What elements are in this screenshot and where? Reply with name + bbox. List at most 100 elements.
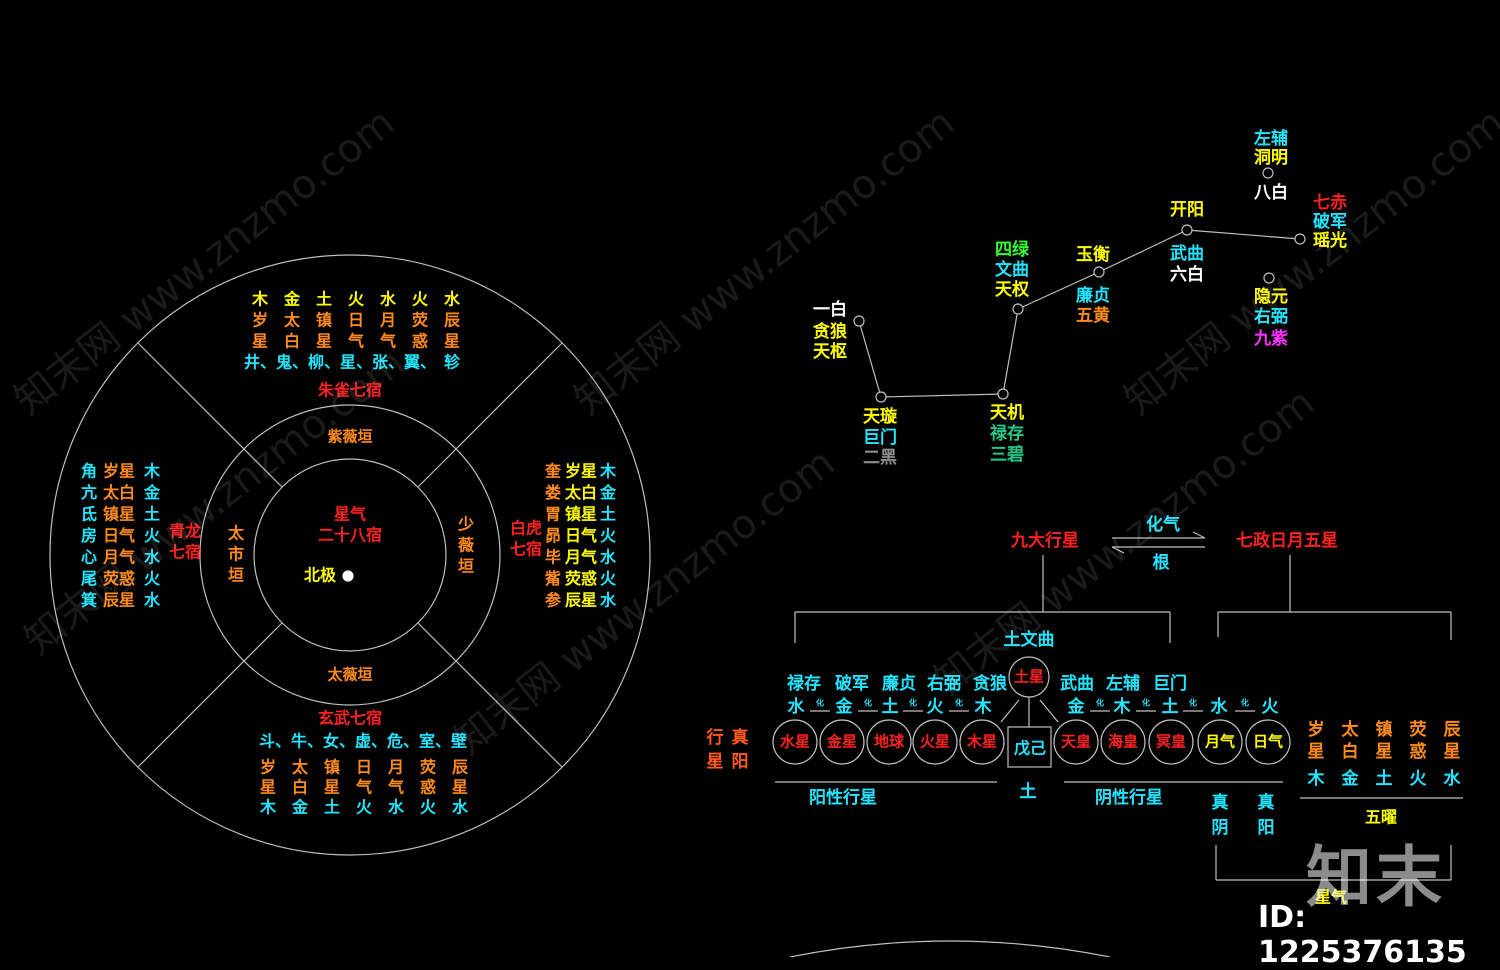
dipper-star-node (1181, 224, 1193, 236)
dipper-star-label: 洞明 (1254, 148, 1288, 168)
center-subtitle: 二十八宿 (318, 526, 382, 545)
five-luminary-name: 星 (1444, 742, 1461, 762)
five-luminary-name: 辰 (1444, 720, 1462, 740)
south-column-char: 水 (380, 290, 397, 309)
dipper-star-label: 天枢 (813, 341, 847, 362)
element-arrow-tag: 化 (1142, 698, 1150, 708)
ring-label-top: 紫薇垣 (327, 428, 372, 446)
planet-element: 金 (1067, 696, 1086, 717)
seven-luminaries-title: 七政日月五星 (1236, 530, 1338, 551)
east-mansion: 箕 (80, 591, 97, 610)
five-luminary-element: 火 (1410, 769, 1428, 789)
south-column-char: 气 (379, 332, 396, 351)
west-element: 水 (600, 591, 617, 610)
south-column-char: 井、 (244, 353, 276, 372)
planet-element: 水 (1211, 696, 1229, 717)
element-arrow-tag: 化 (955, 698, 963, 708)
planet-element: 木 (974, 696, 993, 717)
quadrant-divider (417, 342, 563, 488)
north-column-char: 火 (356, 798, 373, 817)
dipper-star-label: 贪狼 (812, 321, 847, 342)
dipper-star-label: 开阳 (1170, 200, 1204, 220)
dipper-star-label: 天权 (995, 279, 1030, 300)
element-arrow-tag: 化 (864, 698, 872, 708)
east-element: 土 (144, 505, 160, 524)
dipper-star-label: 武曲 (1170, 243, 1204, 264)
five-luminary-name: 星 (1308, 742, 1325, 762)
planet-circle (1245, 719, 1291, 765)
west-star: 太白 (564, 483, 597, 502)
dipper-star-label: 天机 (990, 402, 1024, 423)
quadrant-divider (137, 342, 283, 488)
planet-star-name: 廉贞 (882, 673, 916, 694)
element-arrow-tag: 化 (909, 698, 917, 708)
west-element: 火 (600, 569, 617, 588)
center-title: 星气 (334, 505, 366, 524)
xingqi-label: 星气 (1315, 888, 1347, 907)
north-column-char: 木 (259, 798, 277, 817)
element-arrow-tag: 化 (1241, 698, 1249, 708)
south-column-char: 星、 (340, 353, 372, 372)
zhen-yang-label: 阳 (1258, 818, 1275, 838)
west-star: 荧惑 (565, 569, 597, 588)
east-mansion: 亢 (81, 483, 97, 502)
arrow-label-bottom: 根 (1153, 552, 1170, 573)
planet-name: 水星 (780, 733, 810, 751)
element-arrow-tag: 化 (816, 698, 824, 708)
dipper-star-label: 天璇 (863, 406, 897, 427)
north-mansions: 斗、牛、女、虚、危、室、壁 (259, 732, 467, 751)
south-column-char: 辰 (444, 311, 460, 330)
north-column-char: 白 (292, 778, 308, 797)
yin-group-label: 阴性行星 (1095, 787, 1163, 808)
dipper-star-label: 玉衡 (1076, 244, 1110, 265)
zhen-yin-label: 真 (1212, 792, 1229, 813)
west-mansion: 毕 (545, 548, 561, 567)
wuji-label: 戊己 (1014, 739, 1046, 758)
north-column-char: 日 (356, 758, 372, 777)
north-column-char: 水 (388, 798, 405, 817)
south-column-char: 惑 (412, 332, 428, 351)
east-star: 月气 (102, 548, 135, 567)
north-quadrant-name: 玄武七宿 (318, 709, 382, 728)
east-mansion: 尾 (81, 569, 97, 588)
arrow-head (1192, 531, 1206, 539)
south-column-char: 日 (348, 311, 364, 330)
ring-label-left: 太 (227, 524, 245, 543)
yang-label: 阳 (732, 752, 749, 772)
north-column-char: 太 (291, 758, 309, 777)
planet-circle (912, 719, 958, 765)
dipper-star-label: 隐元 (1254, 286, 1288, 307)
dipper-star-node (853, 315, 865, 327)
west-element: 水 (600, 548, 617, 567)
north-column-char: 水 (452, 798, 469, 817)
south-column-char: 木 (251, 290, 269, 309)
ring-label-right: 少 (457, 515, 474, 534)
planet-star-name: 破军 (835, 673, 869, 694)
dipper-link (1186, 229, 1301, 240)
planet-circle (1053, 719, 1099, 765)
outer-ring (49, 254, 651, 856)
dipper-link (1002, 308, 1019, 395)
planet-circle (1100, 719, 1146, 765)
dipper-star-label: 左辅 (1254, 128, 1288, 149)
west-star: 月气 (564, 548, 597, 567)
south-column-char: 翼、 (404, 353, 436, 372)
east-element: 水 (144, 548, 161, 567)
ring-label-bottom: 太薇垣 (327, 666, 372, 684)
south-column-char: 轸 (444, 353, 461, 372)
inner-ring (253, 458, 447, 652)
dipper-star-label: 四绿 (995, 239, 1030, 260)
south-column-char: 水 (444, 290, 461, 309)
north-column-char: 镇 (324, 758, 340, 777)
north-column-char: 土 (324, 798, 340, 817)
dipper-star-node (1262, 167, 1274, 179)
east-star: 岁星 (103, 462, 135, 481)
west-mansion: 娄 (545, 483, 561, 502)
ring-label-left: 垣 (228, 566, 244, 585)
east-element: 金 (143, 483, 161, 502)
south-column-char: 岁 (252, 311, 268, 330)
north-column-char: 岁 (260, 758, 276, 777)
east-star: 镇星 (103, 505, 135, 524)
planet-name: 地球 (874, 733, 905, 751)
